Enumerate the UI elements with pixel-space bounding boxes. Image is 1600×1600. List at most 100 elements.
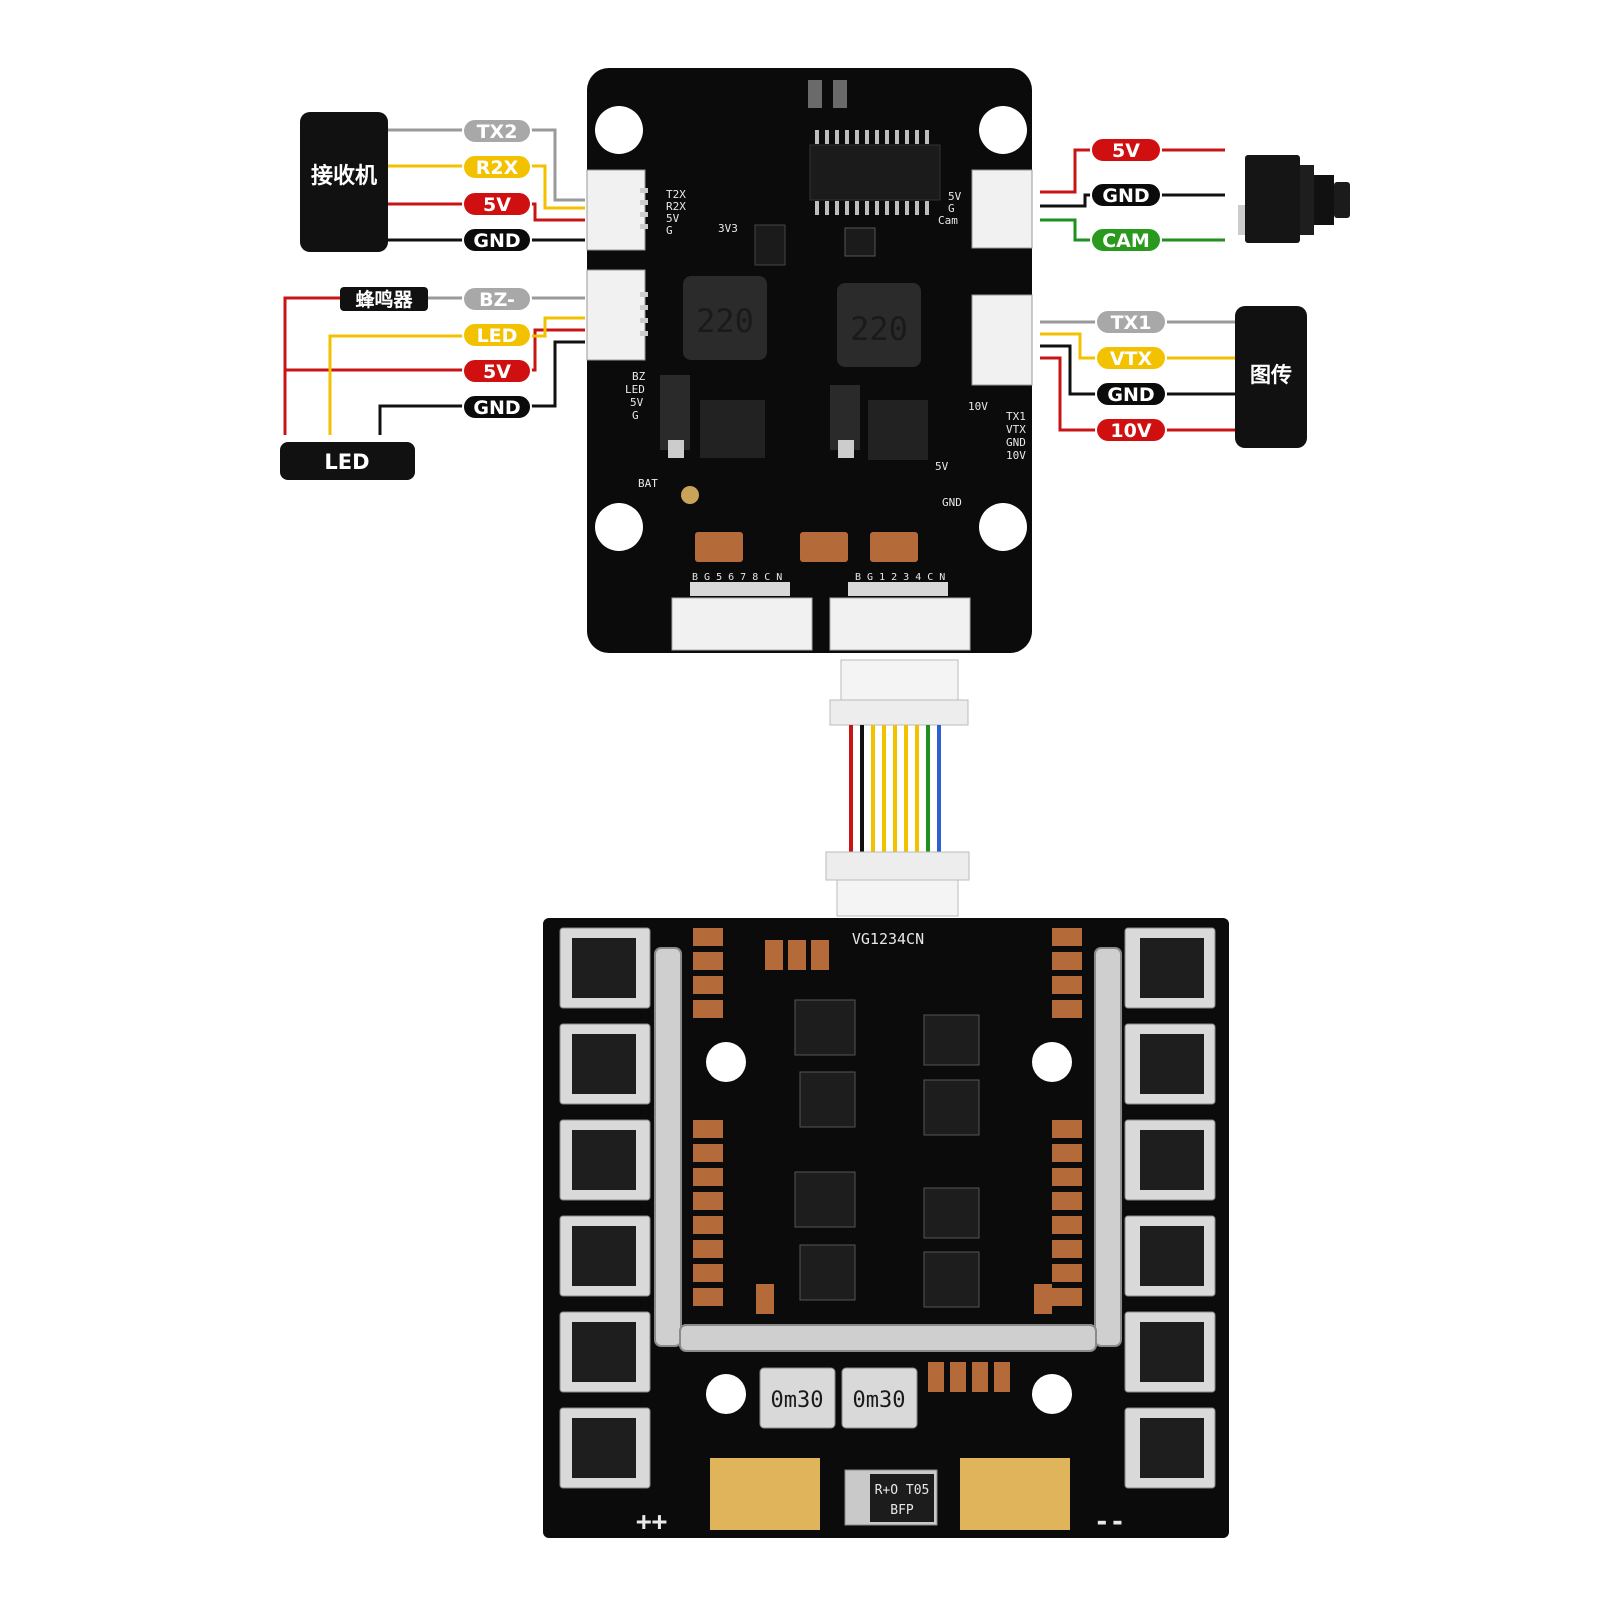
led-pins: BZ- LED 5V GND <box>462 286 532 420</box>
mount-hole <box>595 503 643 551</box>
pin-gnd: GND <box>462 227 532 253</box>
camera-connector <box>971 169 1033 249</box>
mount-hole <box>706 1374 746 1414</box>
svg-text:GND: GND <box>1107 384 1154 406</box>
svg-text:BZ-: BZ- <box>479 289 515 311</box>
silk-gnd: GND <box>942 496 962 509</box>
silk-header-vtx: TX1 VTX GND 10V <box>1006 410 1026 462</box>
buzzer-label: 蜂鸣器 <box>355 288 413 311</box>
bottom-connector-right <box>829 582 971 651</box>
pad-positive <box>710 1458 820 1530</box>
vtx-connector <box>971 294 1033 386</box>
ribbon-cable <box>825 659 970 917</box>
mount-hole <box>706 1042 746 1082</box>
esc-title: VG1234CN <box>852 930 924 948</box>
mosfet-dies-right <box>1140 938 1204 1478</box>
esc-board: VG1234CN <box>543 918 1229 1538</box>
mount-hole <box>979 106 1027 154</box>
silk-header-left: T2X R2X 5V G <box>666 188 686 237</box>
protection-diode: R+O T05 BFP <box>844 1469 938 1526</box>
silk-header-cam: 5V G Cam <box>938 190 962 227</box>
svg-text:5V: 5V <box>483 361 511 383</box>
silk-3v3: 3V3 <box>718 222 738 235</box>
pin-bz: BZ- <box>462 286 532 312</box>
svg-text:5V: 5V <box>630 396 644 409</box>
svg-text:5V: 5V <box>666 212 680 225</box>
mount-hole <box>595 106 643 154</box>
svg-text:10V: 10V <box>1110 420 1151 442</box>
svg-text:VTX: VTX <box>1006 423 1026 436</box>
svg-text:TX2: TX2 <box>477 121 518 143</box>
svg-text:TX1: TX1 <box>1006 410 1026 423</box>
inductor-2: 220 <box>837 283 921 367</box>
pin-tx1: TX1 <box>1095 309 1167 335</box>
mosfet-dies-left <box>572 938 636 1478</box>
pad-negative <box>960 1458 1070 1530</box>
svg-text:T2X: T2X <box>666 188 686 201</box>
pin-vtx: VTX <box>1095 345 1167 371</box>
svg-text:0m30: 0m30 <box>853 1388 906 1413</box>
pin-gnd: GND <box>1090 182 1162 208</box>
svg-text:0m30: 0m30 <box>771 1388 824 1413</box>
plus-label: ++ <box>636 1507 667 1537</box>
bottom-connector-left <box>671 582 813 651</box>
silk-conn-left: B G 5 6 7 8 C N <box>692 572 782 583</box>
silk-bat: BAT <box>638 477 658 490</box>
receiver-wires <box>385 128 585 242</box>
pin-cam: CAM <box>1090 227 1162 253</box>
led-connector <box>586 269 648 361</box>
svg-text:5V: 5V <box>483 194 511 216</box>
buzzer-tag: 蜂鸣器 <box>340 287 428 311</box>
shunt-1: 0m30 <box>759 1367 836 1429</box>
pin-5v: 5V <box>462 191 532 217</box>
svg-text:BZ: BZ <box>632 370 646 383</box>
svg-text:GND: GND <box>1006 436 1026 449</box>
receiver-pins: TX2 R2X 5V GND <box>462 118 532 253</box>
svg-text:5V: 5V <box>948 190 962 203</box>
capacitors-left <box>693 928 723 1306</box>
pin-5v: 5V <box>1090 137 1162 163</box>
vtx-label: 图传 <box>1250 363 1292 387</box>
inductor-1: 220 <box>683 276 767 360</box>
pin-led: LED <box>462 322 532 348</box>
driver-ics <box>794 999 980 1308</box>
silk-10v: 10V <box>968 400 988 413</box>
mount-hole <box>1032 1374 1072 1414</box>
pin-10v: 10V <box>1095 417 1167 443</box>
svg-text:GND: GND <box>1102 185 1149 207</box>
mount-hole <box>1032 1042 1072 1082</box>
pin-tx2: TX2 <box>462 118 532 144</box>
svg-text:220: 220 <box>850 310 908 348</box>
bus-bar <box>654 947 1122 1352</box>
pin-5v: 5V <box>462 358 532 384</box>
led-wires <box>283 296 585 435</box>
svg-text:TX1: TX1 <box>1111 312 1152 334</box>
svg-text:CAM: CAM <box>1102 230 1150 252</box>
svg-text:R+O T05: R+O T05 <box>875 1483 930 1498</box>
pin-gnd: GND <box>462 394 532 420</box>
svg-text:Cam: Cam <box>938 214 958 227</box>
led-label: LED <box>324 450 369 474</box>
silk-conn-right: B G 1 2 3 4 C N <box>855 572 945 583</box>
capacitors-right <box>1052 928 1082 1306</box>
receiver-box: 接收机 <box>300 112 388 252</box>
vtx-wires <box>1040 320 1240 432</box>
shunt-2: 0m30 <box>841 1367 918 1429</box>
vtx-pins: TX1 VTX GND 10V <box>1095 309 1167 443</box>
mount-hole <box>979 503 1027 551</box>
receiver-connector <box>586 169 648 251</box>
svg-text:G: G <box>632 409 639 422</box>
svg-text:R2X: R2X <box>476 157 519 179</box>
led-box: LED <box>280 442 415 480</box>
camera-icon <box>1238 155 1350 243</box>
pin-r2x: R2X <box>462 154 532 180</box>
svg-text:LED: LED <box>477 325 518 347</box>
svg-text:10V: 10V <box>1006 449 1026 462</box>
camera-pins: 5V GND CAM <box>1090 137 1162 253</box>
svg-text:R2X: R2X <box>666 200 686 213</box>
receiver-label: 接收机 <box>311 163 377 189</box>
svg-text:220: 220 <box>696 302 754 340</box>
svg-text:LED: LED <box>625 383 645 396</box>
flight-controller-board: T2X R2X 5V G 5V G Cam BZ LED 5V G TX1 VT… <box>586 68 1033 653</box>
